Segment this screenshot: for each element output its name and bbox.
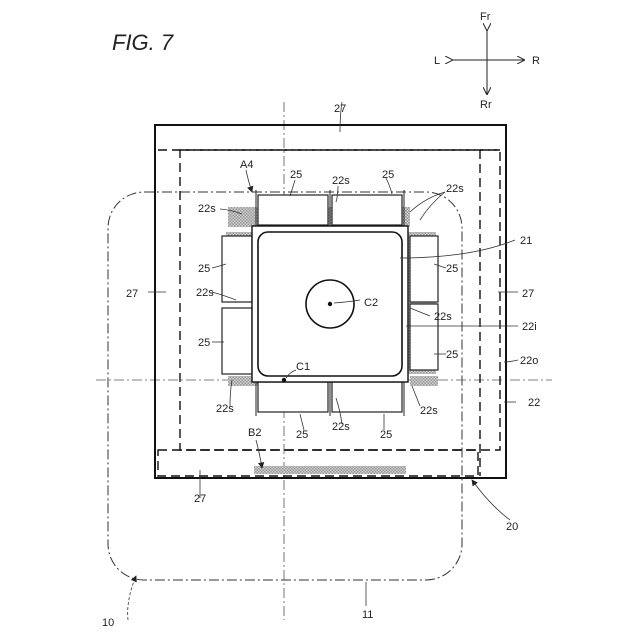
direction-compass: Fr Rr L R bbox=[434, 11, 540, 111]
label-22s-top: 22s bbox=[332, 175, 350, 187]
label-25-top-left: 25 bbox=[290, 169, 302, 181]
label-10: 10 bbox=[102, 617, 114, 629]
label-25-bottom-right: 25 bbox=[380, 429, 392, 441]
label-22s-left: 22s bbox=[196, 287, 214, 299]
strip-B2 bbox=[254, 466, 406, 474]
label-21: 21 bbox=[520, 235, 532, 247]
compass-left: L bbox=[434, 55, 440, 67]
label-27-right: 27 bbox=[522, 288, 534, 300]
label-B2: B2 bbox=[248, 427, 261, 439]
label-22s-bottom-right: 22s bbox=[420, 405, 438, 417]
label-22s-right: 22s bbox=[434, 311, 452, 323]
label-25-left-top: 25 bbox=[198, 263, 210, 275]
label-C2: C2 bbox=[364, 297, 378, 309]
label-11: 11 bbox=[362, 609, 373, 621]
label-27-top: 27 bbox=[334, 103, 346, 115]
label-25-top-right: 25 bbox=[382, 169, 394, 181]
label-27-bottom: 27 bbox=[194, 493, 206, 505]
label-22: 22 bbox=[528, 397, 540, 409]
label-25-right-top: 25 bbox=[446, 263, 458, 275]
label-27-left: 27 bbox=[126, 288, 138, 300]
label-22s-bottom-left: 22s bbox=[216, 403, 234, 415]
label-22s-top-right: 22s bbox=[446, 183, 464, 195]
label-22s-top-left: 22s bbox=[198, 203, 216, 215]
label-20: 20 bbox=[506, 521, 518, 533]
label-25-left-bottom: 25 bbox=[198, 337, 210, 349]
compass-rear: Rr bbox=[480, 99, 492, 111]
compass-right: R bbox=[532, 55, 540, 67]
label-22i: 22i bbox=[522, 321, 537, 333]
point-C1 bbox=[282, 378, 286, 382]
label-25-bottom-left: 25 bbox=[296, 429, 308, 441]
figure-title: FIG. 7 bbox=[112, 30, 174, 55]
label-A4: A4 bbox=[240, 159, 253, 171]
label-C1: C1 bbox=[296, 361, 310, 373]
label-25-right-bottom: 25 bbox=[446, 349, 458, 361]
compass-front: Fr bbox=[480, 11, 491, 23]
label-22o: 22o bbox=[520, 355, 538, 367]
label-22s-bottom-mid: 22s bbox=[332, 421, 350, 433]
